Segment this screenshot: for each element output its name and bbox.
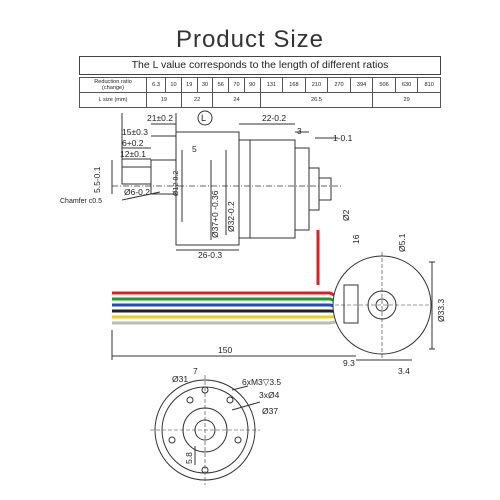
dim-333: Ø33.3 xyxy=(436,299,446,322)
wire-blue xyxy=(112,303,346,310)
output-shaft xyxy=(121,166,152,185)
lsize-cell: 29 xyxy=(372,92,441,108)
l-label: L xyxy=(201,113,206,123)
table-caption: The L value corresponds to the length of… xyxy=(79,56,441,75)
gearbox-body xyxy=(175,131,240,246)
l-marker xyxy=(197,110,213,126)
wire-black xyxy=(112,309,346,314)
chamfer-note: Chamfer c0.5 xyxy=(60,198,102,205)
dim-3: 3 xyxy=(297,126,302,136)
dim-5: 5 xyxy=(192,144,197,154)
dim-12: 12±0.1 xyxy=(120,149,146,159)
dim-7: 7 xyxy=(193,366,198,376)
dim-55: 5.5-0.1 xyxy=(92,166,102,193)
dim-22: 22-0.2 xyxy=(262,113,286,123)
dim-32: Ø32-0.2 xyxy=(226,201,236,232)
ratio-cell: 6.3 xyxy=(145,77,167,93)
dim-15: 15±0.3 xyxy=(122,127,148,137)
dim-51: Ø5.1 xyxy=(397,233,407,252)
wire-yellow xyxy=(112,314,346,319)
lsize-cell: 24 xyxy=(212,92,261,108)
dim-2: Ø2 xyxy=(341,209,351,221)
dim-12-diameter: Ø12-0.2 xyxy=(173,171,180,196)
dim-6: 6+0.2 xyxy=(122,138,144,148)
dim-4: 3xØ4 xyxy=(259,390,280,400)
encoder-end-view xyxy=(332,252,435,358)
dim-34: 3.4 xyxy=(398,366,410,376)
ratio-row-sublabel: (change) xyxy=(101,85,125,91)
ratio-table: The L value corresponds to the length of… xyxy=(79,56,441,108)
dim-37-face: Ø37 xyxy=(262,406,278,416)
page-title: Product Size xyxy=(175,26,325,53)
dim-6-shaft: Ø6-0.2 xyxy=(124,187,150,197)
dim-37: Ø37+0 -0.36 xyxy=(210,190,220,238)
dim-150: 150 xyxy=(218,345,232,355)
rear-plate xyxy=(294,147,310,231)
dim-m3: 6xM3▽3.5 xyxy=(242,377,281,387)
dim-93: 9.3 xyxy=(343,358,355,368)
ribbon-cable xyxy=(112,291,346,325)
dim-21: 21±0.2 xyxy=(147,113,173,123)
dim-16: 16 xyxy=(351,234,361,244)
dim-26: 26-0.3 xyxy=(198,250,222,260)
lsize-cell: 19 xyxy=(146,92,182,108)
front-face-view xyxy=(150,375,261,485)
wire-green xyxy=(112,297,346,306)
motor-body xyxy=(238,139,296,239)
dim-58: 5.8 xyxy=(184,452,194,464)
ratio-row-label: Reduction ratio xyxy=(94,79,132,85)
lsize-row-header: L size (mm) xyxy=(79,92,147,108)
encoder-hub xyxy=(308,167,320,211)
lsize-cell: 26.5 xyxy=(259,92,374,108)
dim-1: 1-0.1 xyxy=(333,133,353,143)
wire-white xyxy=(112,318,346,325)
encoder-disc xyxy=(318,177,332,201)
dim-31: Ø31 xyxy=(172,374,188,384)
